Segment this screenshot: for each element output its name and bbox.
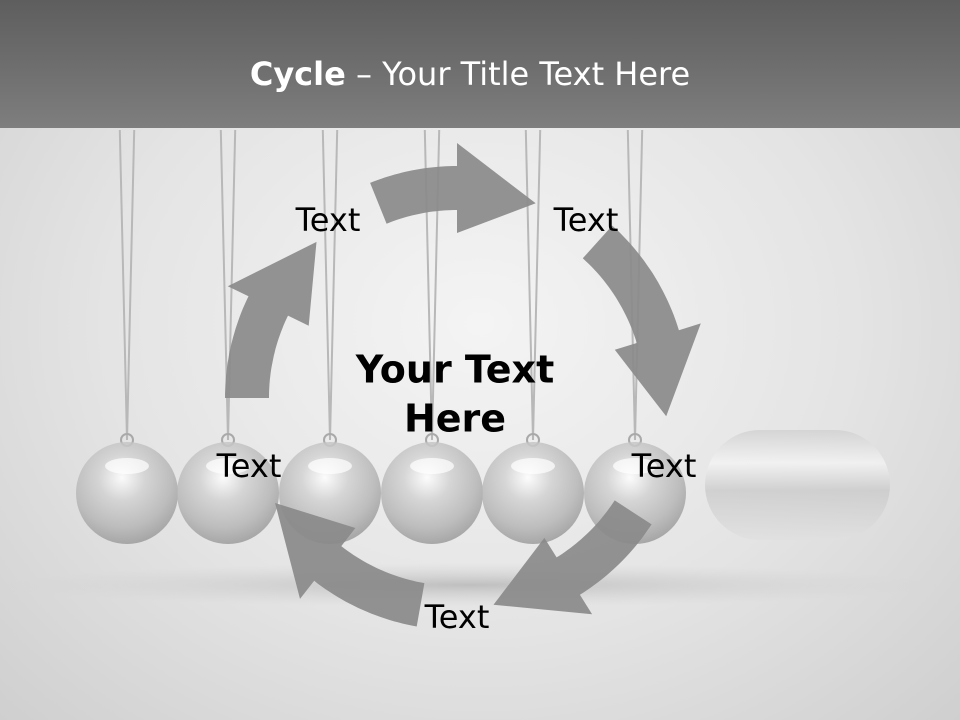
cradle-string — [329, 129, 339, 441]
cradle-ball-highlight — [105, 458, 149, 474]
cradle-ball — [177, 442, 279, 544]
title-bold-part: Cycle — [249, 55, 346, 93]
center-text: Your Text Here — [355, 347, 555, 441]
curved-arrow-icon — [493, 500, 652, 615]
cradle-ball-highlight — [511, 458, 555, 474]
cradle-ball-highlight — [613, 458, 657, 474]
cradle-ball — [76, 442, 178, 544]
cradle-string — [321, 129, 331, 441]
cradle-ball — [482, 442, 584, 544]
curved-arrow-icon — [582, 225, 701, 417]
cradle-string — [126, 129, 136, 441]
cradle-ball-highlight — [206, 458, 250, 474]
cradle-ball-highlight — [410, 458, 454, 474]
cradle-ball — [381, 442, 483, 544]
cradle-string — [118, 129, 128, 441]
curved-arrow-icon — [370, 143, 536, 233]
step-label-1: Text — [295, 201, 361, 239]
cradle-ball-highlight — [308, 458, 352, 474]
cradle-string — [532, 129, 542, 441]
cradle-string — [524, 129, 534, 441]
step-label-4: Text — [424, 598, 490, 636]
step-label-3: Text — [631, 447, 697, 485]
slide-title: Cycle – Your Title Text Here — [0, 55, 940, 93]
curved-arrow-icon — [275, 503, 425, 627]
step-label-5: Text — [216, 447, 282, 485]
title-bar: Cycle – Your Title Text Here — [0, 0, 960, 128]
title-rest-part: – Your Title Text Here — [345, 55, 691, 93]
curved-arrow-icon — [225, 241, 317, 398]
step-label-2: Text — [553, 201, 619, 239]
